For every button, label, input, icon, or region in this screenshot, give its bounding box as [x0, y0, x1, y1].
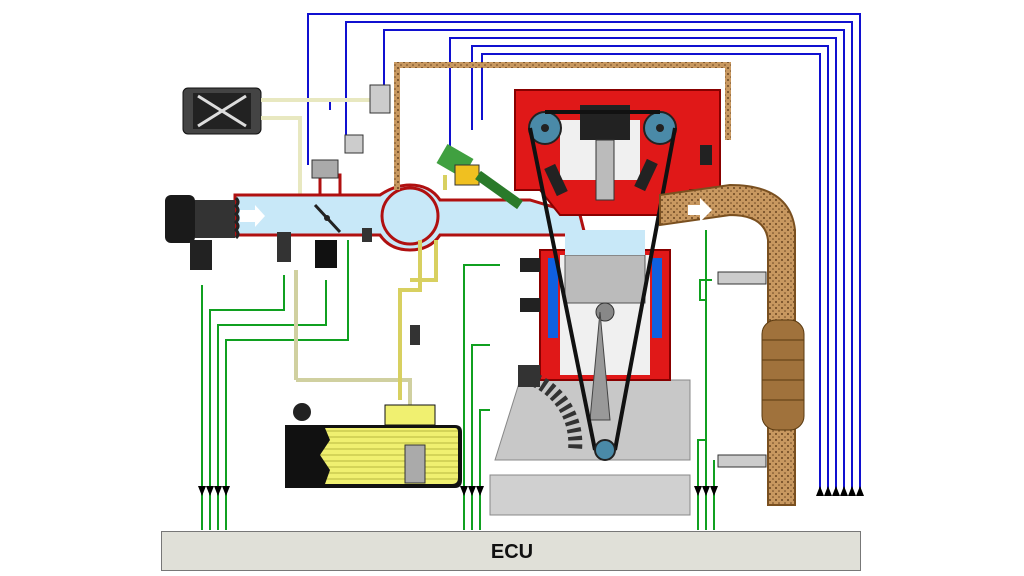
piston-icon [564, 254, 646, 421]
throttle-sensors [277, 228, 372, 268]
vacuum-lines [261, 98, 412, 405]
crankshaft-sensor-icon [518, 365, 583, 451]
fuel-tank-icon [285, 403, 462, 488]
throttle-valve-icon [313, 203, 342, 234]
idle-control-valve-icon [311, 159, 342, 195]
crankcase [489, 379, 691, 516]
catalytic-converter-icon [761, 319, 805, 431]
spark-plug-icon [700, 145, 712, 165]
ecu-label: ECU [490, 541, 534, 563]
fuel-pump-icon [404, 325, 426, 484]
fuel-injector-icon [436, 143, 523, 210]
fuel-lines [398, 175, 447, 400]
evap-line [394, 62, 731, 190]
control-wire-arrows [816, 486, 864, 496]
oxygen-sensor-icon [717, 271, 767, 468]
control-wires [300, 13, 861, 490]
camshaft-sprocket-icon [528, 111, 677, 145]
air-filter-icon [182, 87, 262, 135]
mass-airflow-sensor-icon [165, 195, 265, 270]
signal-wire-arrows [198, 486, 718, 496]
canister-purge-valve-icon [344, 84, 391, 154]
knock-sensor-icon [520, 258, 540, 312]
timing-belt-icon [528, 110, 677, 461]
head-valves [544, 158, 658, 197]
ecu-box: ECU [161, 531, 861, 571]
combustion-chamber [565, 230, 645, 255]
